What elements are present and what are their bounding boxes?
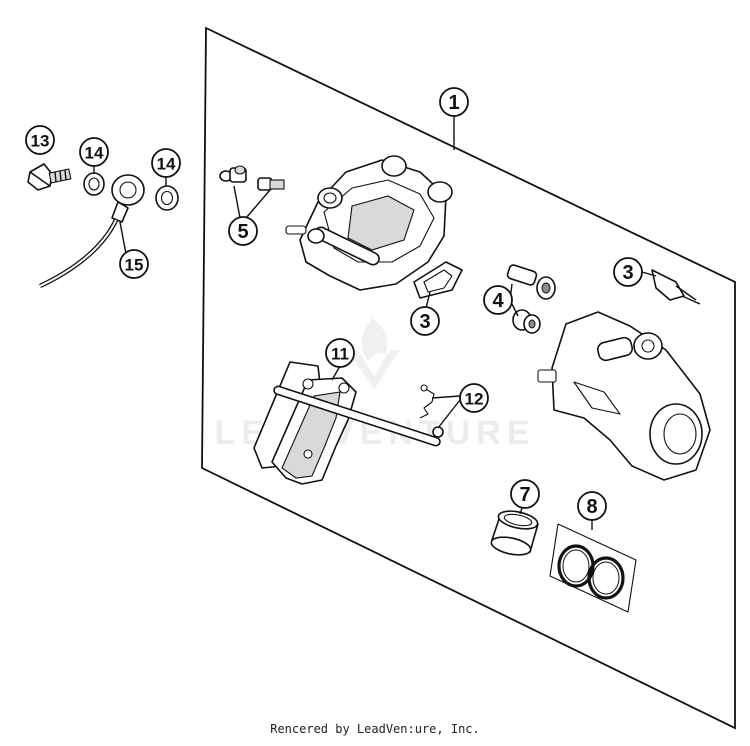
caliper-body bbox=[285, 155, 453, 291]
callout-7: 7 bbox=[510, 479, 540, 509]
callout-4: 4 bbox=[483, 285, 513, 315]
pad-spring-center bbox=[413, 261, 463, 299]
svg-text:15: 15 bbox=[125, 256, 144, 275]
svg-text:3: 3 bbox=[419, 311, 430, 333]
callout-12: 12 bbox=[459, 383, 489, 413]
pin-clip bbox=[419, 384, 435, 419]
svg-text:14: 14 bbox=[157, 155, 176, 174]
assembly-frame bbox=[201, 26, 736, 730]
callout-14-right: 14 bbox=[151, 148, 181, 178]
svg-text:12: 12 bbox=[465, 390, 484, 409]
svg-text:7: 7 bbox=[519, 484, 530, 506]
svg-text:13: 13 bbox=[31, 132, 50, 151]
brake-pads bbox=[253, 361, 357, 485]
callout-13: 13 bbox=[25, 125, 55, 155]
svg-text:14: 14 bbox=[85, 144, 104, 163]
pad-pin bbox=[273, 385, 444, 447]
callout-8: 8 bbox=[577, 491, 607, 521]
guide-pin-upper bbox=[506, 264, 556, 300]
banjo-bolt bbox=[27, 163, 72, 191]
callout-15: 15 bbox=[119, 249, 149, 279]
svg-text:4: 4 bbox=[492, 290, 504, 312]
brake-hose bbox=[39, 174, 145, 289]
bleed-screw-right bbox=[257, 177, 285, 191]
footer-credit: Rencered by LeadVen:ure, Inc. bbox=[270, 722, 480, 736]
washer-right-hole bbox=[160, 190, 174, 206]
piston bbox=[490, 510, 539, 556]
washer-left-hole bbox=[88, 177, 100, 191]
callout-14-left: 14 bbox=[79, 137, 109, 167]
svg-text:5: 5 bbox=[237, 221, 248, 243]
callout-3-center: 3 bbox=[410, 306, 440, 336]
bleed-screw-left bbox=[219, 165, 247, 183]
callout-3-right: 3 bbox=[613, 257, 643, 287]
svg-text:3: 3 bbox=[622, 262, 633, 284]
svg-text:1: 1 bbox=[448, 92, 459, 114]
seal-kit bbox=[549, 523, 637, 613]
svg-text:8: 8 bbox=[586, 496, 597, 518]
svg-text:11: 11 bbox=[331, 345, 349, 364]
pad-spring-right bbox=[651, 269, 701, 305]
callout-11: 11 bbox=[325, 338, 355, 368]
caliper-bracket bbox=[537, 311, 711, 481]
callout-1: 1 bbox=[439, 87, 469, 117]
callout-5: 5 bbox=[228, 216, 258, 246]
leader-lines bbox=[93, 116, 657, 530]
